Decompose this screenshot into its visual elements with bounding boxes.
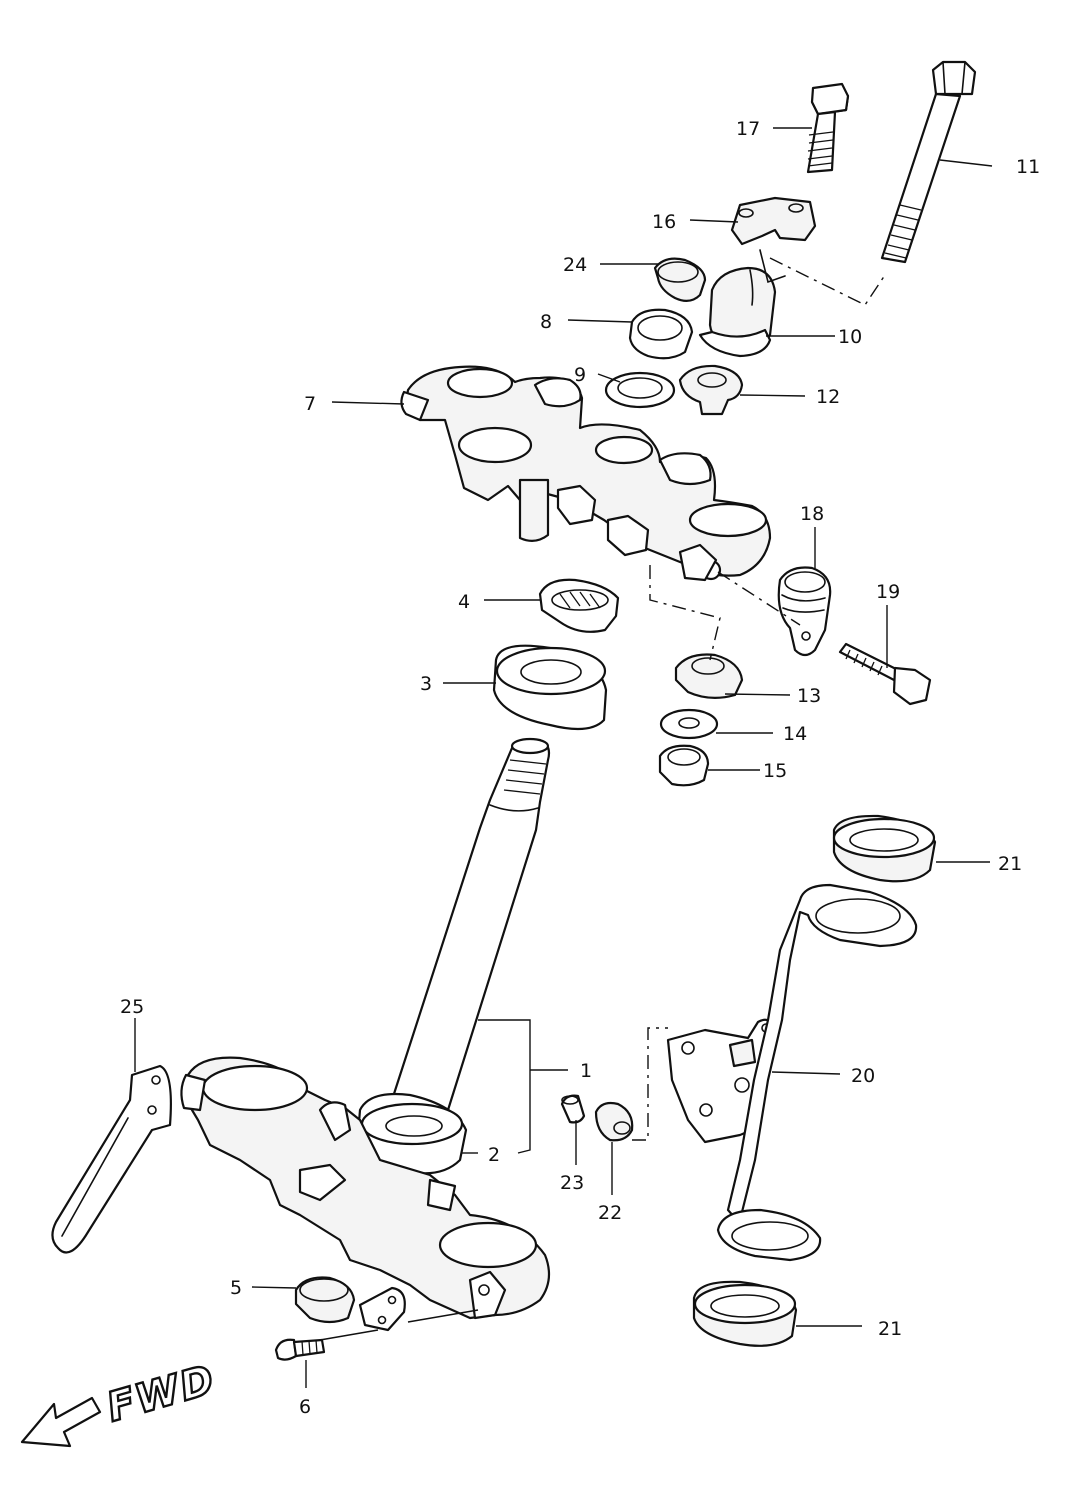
part-12-cushion — [678, 364, 744, 416]
part-15-nut — [658, 744, 710, 787]
callout-21-lower: 21 — [878, 1318, 902, 1340]
callout-8: 8 — [540, 311, 552, 333]
callout-9: 9 — [574, 364, 586, 386]
fwd-label: FWD — [102, 1356, 221, 1431]
fwd-direction-indicator: FWD — [20, 1355, 222, 1448]
part-9-washer — [604, 371, 676, 409]
callout-3: 3 — [420, 673, 432, 695]
part-5-plug — [294, 1276, 356, 1324]
callout-11: 11 — [1016, 156, 1040, 178]
part-18-clamp — [777, 566, 832, 657]
assembly-lines — [632, 257, 886, 1141]
part-25-bracket-arm — [51, 1064, 172, 1254]
callout-21-upper: 21 — [998, 853, 1022, 875]
lower-plate — [358, 1286, 406, 1332]
part-10-handlebar-holder — [698, 249, 786, 358]
callout-20: 20 — [851, 1065, 875, 1087]
callout-6: 6 — [299, 1396, 311, 1418]
part-8-nut — [628, 308, 694, 360]
callout-18: 18 — [800, 503, 824, 525]
callout-22: 22 — [598, 1202, 622, 1224]
lower-bracket — [180, 1056, 551, 1320]
callout-4: 4 — [458, 591, 470, 613]
callout-12: 12 — [816, 386, 840, 408]
part-22-grommet — [594, 1101, 634, 1142]
fwd-arrow-icon — [20, 1396, 102, 1448]
part-2-bearing — [356, 1092, 468, 1175]
part-17-bolt — [806, 82, 850, 174]
callout-17: 17 — [736, 118, 760, 140]
part-4-steering-nut — [538, 578, 620, 633]
callout-1: 1 — [580, 1060, 592, 1082]
callout-5: 5 — [230, 1277, 242, 1299]
part-14-washer — [659, 708, 719, 740]
part-20-stay — [666, 883, 918, 1262]
part-21-upper-bearing — [832, 814, 937, 883]
callout-24: 24 — [563, 254, 587, 276]
part-6-screw — [274, 1338, 326, 1361]
part-3-bearing — [492, 644, 608, 731]
callout-16: 16 — [652, 211, 676, 233]
callout-7: 7 — [304, 393, 316, 415]
part-19-bolt — [838, 642, 932, 706]
part-13-cushion — [674, 653, 744, 699]
part-23-collar — [560, 1094, 586, 1124]
callout-19: 19 — [876, 581, 900, 603]
callout-2: 2 — [488, 1144, 500, 1166]
callout-10: 10 — [838, 326, 862, 348]
part-16-clamp-cap — [730, 196, 817, 246]
part-7-upper-bracket — [400, 365, 772, 582]
callout-25: 25 — [120, 996, 144, 1018]
part-1-steering-stem — [390, 737, 551, 1112]
callout-15: 15 — [763, 760, 787, 782]
part-21-lower-bearing — [692, 1280, 798, 1347]
callout-13: 13 — [797, 685, 821, 707]
leader-lines — [134, 127, 993, 1388]
callout-labels: 1 2 3 4 5 6 7 8 9 10 11 12 13 14 15 16 1… — [120, 118, 1040, 1418]
callout-23: 23 — [560, 1172, 584, 1194]
part-24-cap-nut — [653, 257, 707, 302]
part-11-long-bolt — [880, 60, 977, 264]
callout-14: 14 — [783, 723, 807, 745]
